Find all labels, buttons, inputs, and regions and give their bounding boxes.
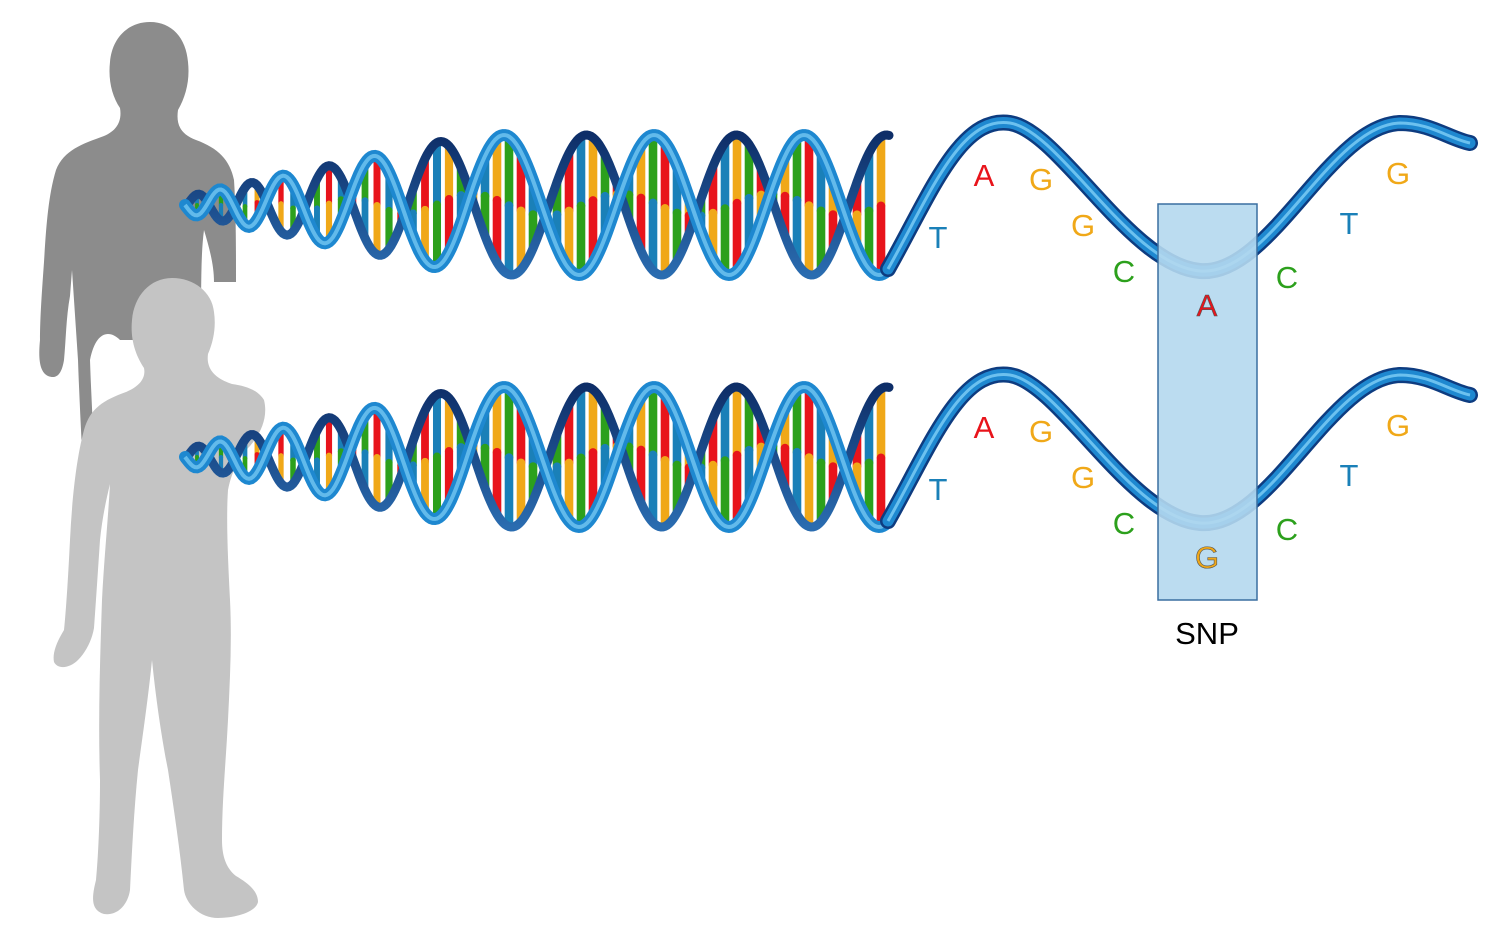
base-letter: C [1276,260,1298,295]
person-silhouette-dark [39,22,236,540]
base-letter: T [929,472,948,507]
snp-label: SNP [1175,616,1239,651]
base-letter: T [929,220,948,255]
base-letter: T [1340,206,1359,241]
snp-highlight-box [1157,203,1258,601]
base-letter: A [974,158,995,193]
base-letter: G [1071,208,1095,243]
base-letter: G [1029,162,1053,197]
base-letter: G [1386,156,1410,191]
base-letter: C [1276,512,1298,547]
base-letter: G [1071,460,1095,495]
snp-letters: AG [1195,288,1220,576]
base-letter: T [1340,458,1359,493]
helix-front-highlight [183,133,891,278]
people-silhouettes [39,22,266,918]
person-silhouette-light [53,278,266,918]
base-letter: G [1386,408,1410,443]
base-letter: C [1113,254,1135,289]
snp-base-letter: G [1195,540,1219,575]
snp-base-letter: A [1197,288,1218,323]
base-letter: A [974,410,995,445]
helix-front-highlight [183,385,891,530]
base-letter: C [1113,506,1135,541]
base-letter: G [1029,414,1053,449]
